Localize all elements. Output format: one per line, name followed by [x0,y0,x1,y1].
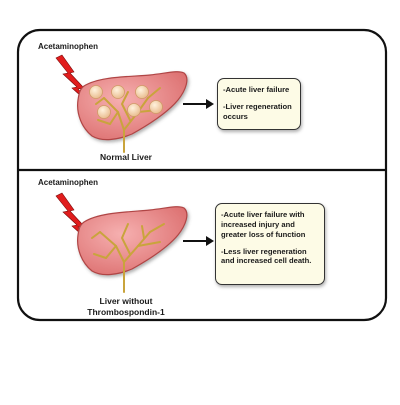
outcome-box-without-tsp1: -Acute liver failure with increased inju… [215,203,325,285]
outcome-line: occurs [223,111,248,121]
outcome-line: and increased cell death. [221,256,312,266]
panel-liver-without-tsp1 [55,192,214,293]
outcome-line: -Acute liver failure with [221,210,305,219]
vessel-network [91,223,165,293]
liver-caption: Liver without Thrombospondin-1 [66,296,186,318]
outcome-line: increased injury and [221,219,295,229]
outcome-line: -Less liver regeneration [221,246,307,256]
liver-without-tsp1 [77,206,188,276]
diagram-frame [16,28,388,322]
damage-nodules [89,85,163,119]
arrow-to-outcome [183,236,214,246]
liver-caption-line: Liver without [99,296,153,306]
liver-caption: Normal Liver [100,152,152,162]
outcome-line: -Acute liver failure [223,85,290,94]
outcome-box-normal: -Acute liver failure -Liver regeneration… [217,78,301,130]
outcome-line: -Liver regeneration [223,101,292,111]
drug-label: Acetaminophen [38,178,99,187]
outcome-line: greater loss of function [221,229,306,239]
panel-normal-liver [55,54,214,153]
liver-caption-line: Thrombospondin-1 [87,307,165,318]
drug-label: Acetaminophen [38,42,99,51]
arrow-to-outcome [183,99,214,109]
